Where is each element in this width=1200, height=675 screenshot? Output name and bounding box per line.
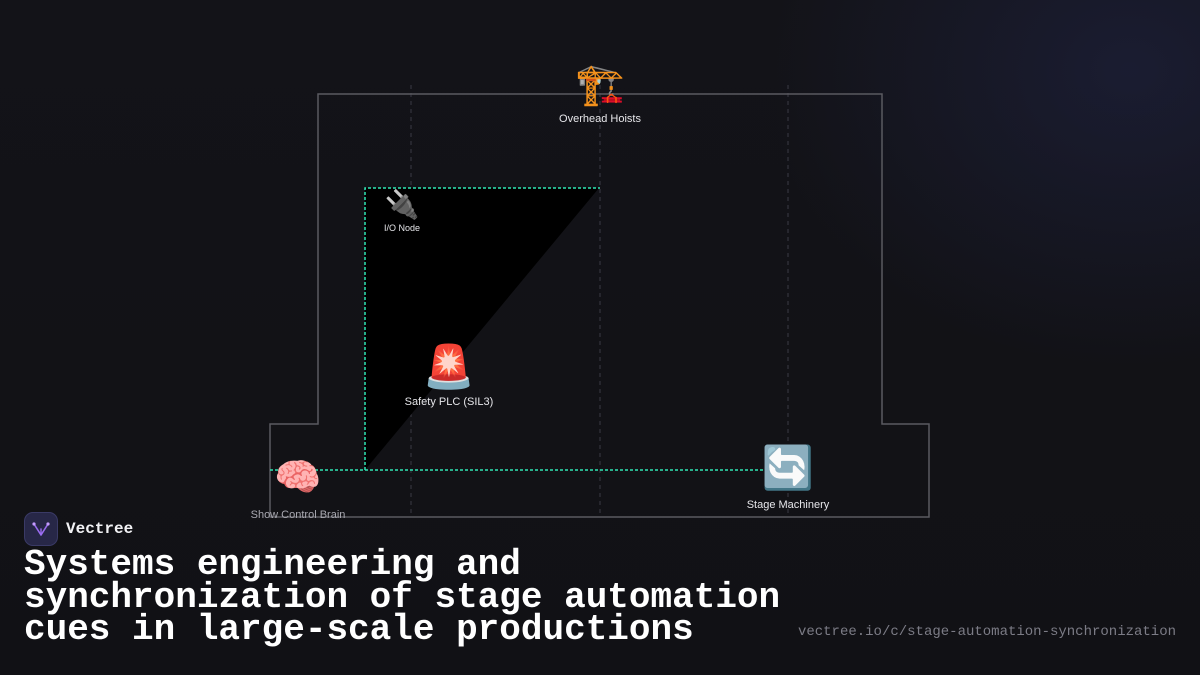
siren-icon: 🚨	[423, 342, 475, 391]
rotating-arrows-icon: 🔄	[762, 443, 814, 492]
node-overhead-hoists: 🏗️ Overhead Hoists	[559, 62, 641, 125]
node-show-control-brain: 🧠 Show Control Brain	[251, 455, 346, 521]
crane-icon: 🏗️	[575, 62, 625, 108]
systems-diagram: 🏗️ Overhead Hoists 🔌 I/O Node 🚨 Safety P…	[251, 62, 930, 521]
node-io-node: 🔌 I/O Node	[384, 188, 420, 233]
node-label: Overhead Hoists	[559, 113, 641, 125]
node-stage-machinery: 🔄 Stage Machinery	[747, 443, 830, 511]
node-label: I/O Node	[384, 223, 420, 233]
system-boundary	[269, 93, 930, 518]
node-safety-plc: 🚨 Safety PLC (SIL3)	[405, 342, 494, 408]
brand: Vectree	[24, 512, 133, 546]
vectree-logo-icon	[24, 512, 58, 546]
brain-icon: 🧠	[274, 455, 321, 499]
io-link	[364, 187, 600, 470]
node-label: Safety PLC (SIL3)	[405, 396, 494, 408]
page-title: Systems engineering and synchronization …	[24, 544, 781, 650]
node-label: Stage Machinery	[747, 499, 830, 511]
plug-icon: 🔌	[385, 188, 420, 221]
page-url[interactable]: vectree.io/c/stage-automation-synchroniz…	[797, 624, 1176, 640]
brand-name: Vectree	[66, 520, 134, 538]
wedge-shape	[365, 188, 599, 470]
node-label: Show Control Brain	[251, 509, 346, 521]
